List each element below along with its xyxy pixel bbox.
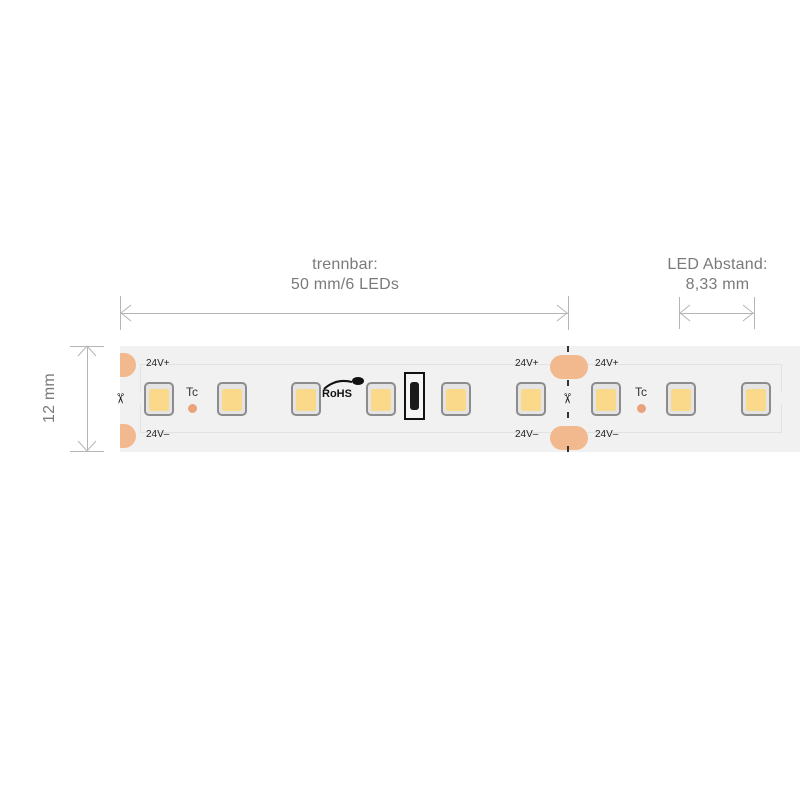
width-bottom-tick	[70, 451, 104, 452]
led-chip	[741, 382, 771, 416]
cuttable-label-line2: 50 mm/6 LEDs	[290, 276, 400, 293]
rohs-mark: RoHS	[322, 388, 352, 400]
cut-line-mark	[567, 446, 569, 452]
tc-point	[637, 404, 646, 413]
solder-pad-left-plus	[120, 353, 136, 377]
solder-pad-left-minus	[120, 424, 136, 448]
voltage-plus-label: 24V+	[515, 358, 539, 369]
voltage-plus-label: 24V+	[595, 358, 619, 369]
tc-label: Tc	[186, 385, 198, 399]
pcb-trace-upper	[140, 364, 782, 393]
width-dimension-line	[87, 347, 88, 451]
voltage-minus-label: 24V–	[146, 429, 170, 440]
voltage-plus-label: 24V+	[146, 358, 170, 369]
led-spacing-label: LED Abstand: 8,33 mm	[640, 255, 795, 295]
voltage-minus-label: 24V–	[595, 429, 619, 440]
scissor-icon: ✂	[112, 392, 129, 405]
led-spacing-dimension-line	[680, 313, 754, 314]
led-chip	[516, 382, 546, 416]
voltage-minus-label: 24V–	[515, 429, 539, 440]
led-chip	[366, 382, 396, 416]
cuttable-label-line1: trennbar:	[312, 256, 378, 273]
solder-pad-mid-plus	[550, 355, 588, 379]
led-chip	[217, 382, 247, 416]
tc-label: Tc	[635, 385, 647, 399]
led-chip	[666, 382, 696, 416]
resistor-component	[404, 372, 425, 420]
led-spacing-label-line1: LED Abstand:	[667, 256, 768, 273]
cuttable-dimension-line	[121, 313, 568, 314]
solder-pad-mid-minus	[550, 426, 588, 450]
cuttable-label: trennbar: 50 mm/6 LEDs	[250, 255, 440, 295]
cut-line-mark	[567, 346, 569, 352]
led-chip	[441, 382, 471, 416]
scissor-icon: ✂	[559, 392, 576, 405]
tc-point	[188, 404, 197, 413]
led-spacing-label-line2: 8,33 mm	[685, 276, 750, 293]
led-spacing-left-tick	[679, 297, 680, 329]
pcb-trace-lower	[140, 404, 782, 433]
led-spacing-right-tick	[754, 297, 755, 329]
width-label: 12 mm	[41, 373, 58, 423]
cuttable-right-tick	[568, 296, 569, 330]
led-chip	[144, 382, 174, 416]
rohs-leaf-icon	[323, 377, 364, 390]
cut-line-mark	[567, 380, 569, 386]
width-top-tick	[70, 346, 104, 347]
led-chip	[291, 382, 321, 416]
cut-line-mark	[567, 412, 569, 418]
led-chip	[591, 382, 621, 416]
